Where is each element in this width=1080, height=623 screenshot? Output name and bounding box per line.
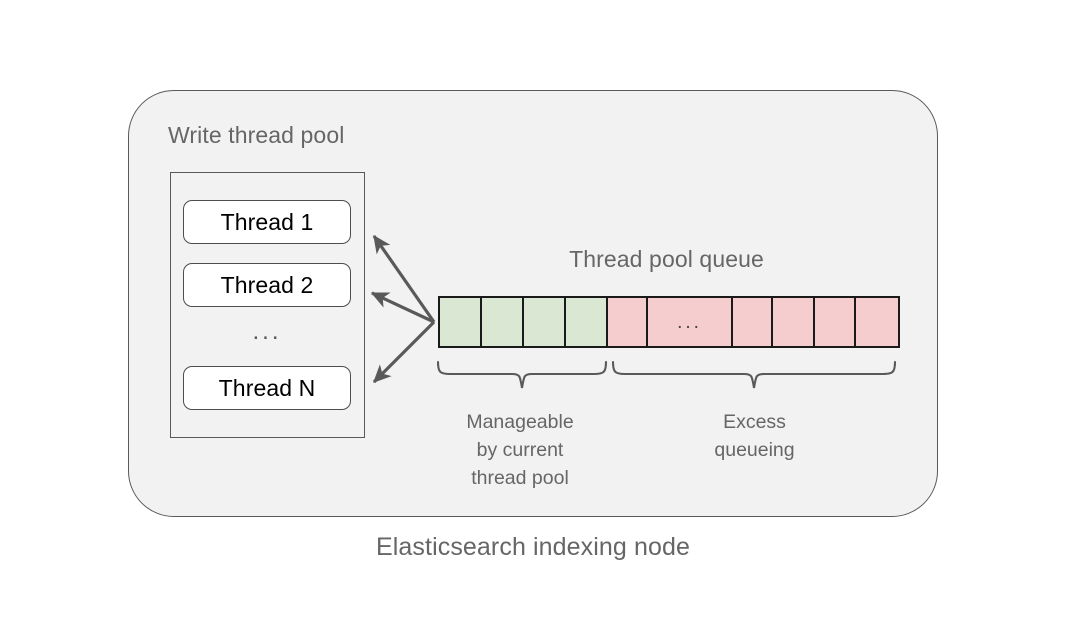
thread-box-2[interactable]: Thread 2 <box>183 263 351 307</box>
queue-cell-8-pink <box>773 298 815 346</box>
queue-cell-6-pink: ... <box>648 298 733 346</box>
thread-pool-queue-strip: ... <box>438 296 900 348</box>
brace-manageable <box>436 360 608 389</box>
queue-cell-2-green <box>482 298 524 346</box>
brace-excess <box>611 360 897 389</box>
queue-cell-ellipsis: ... <box>677 311 702 333</box>
caption-excess: Excess queueing <box>714 411 795 461</box>
thread-box-1[interactable]: Thread 1 <box>183 200 351 244</box>
queue-cell-7-pink <box>733 298 773 346</box>
thread-pool-queue-title: Thread pool queue <box>569 246 764 272</box>
write-thread-pool-title: Write thread pool <box>168 122 345 148</box>
queue-cell-10-pink <box>856 298 898 346</box>
node-caption: Elasticsearch indexing node <box>375 533 690 561</box>
queue-cell-4-green <box>566 298 608 346</box>
thread-box-n[interactable]: Thread N <box>183 366 351 410</box>
thread-list-ellipsis: ... <box>252 318 282 345</box>
caption-manageable: Manageable by current thread pool <box>466 411 574 489</box>
queue-cell-9-pink <box>815 298 856 346</box>
queue-cell-3-green <box>524 298 566 346</box>
queue-cell-5-pink <box>608 298 648 346</box>
queue-cell-1-green <box>440 298 482 346</box>
